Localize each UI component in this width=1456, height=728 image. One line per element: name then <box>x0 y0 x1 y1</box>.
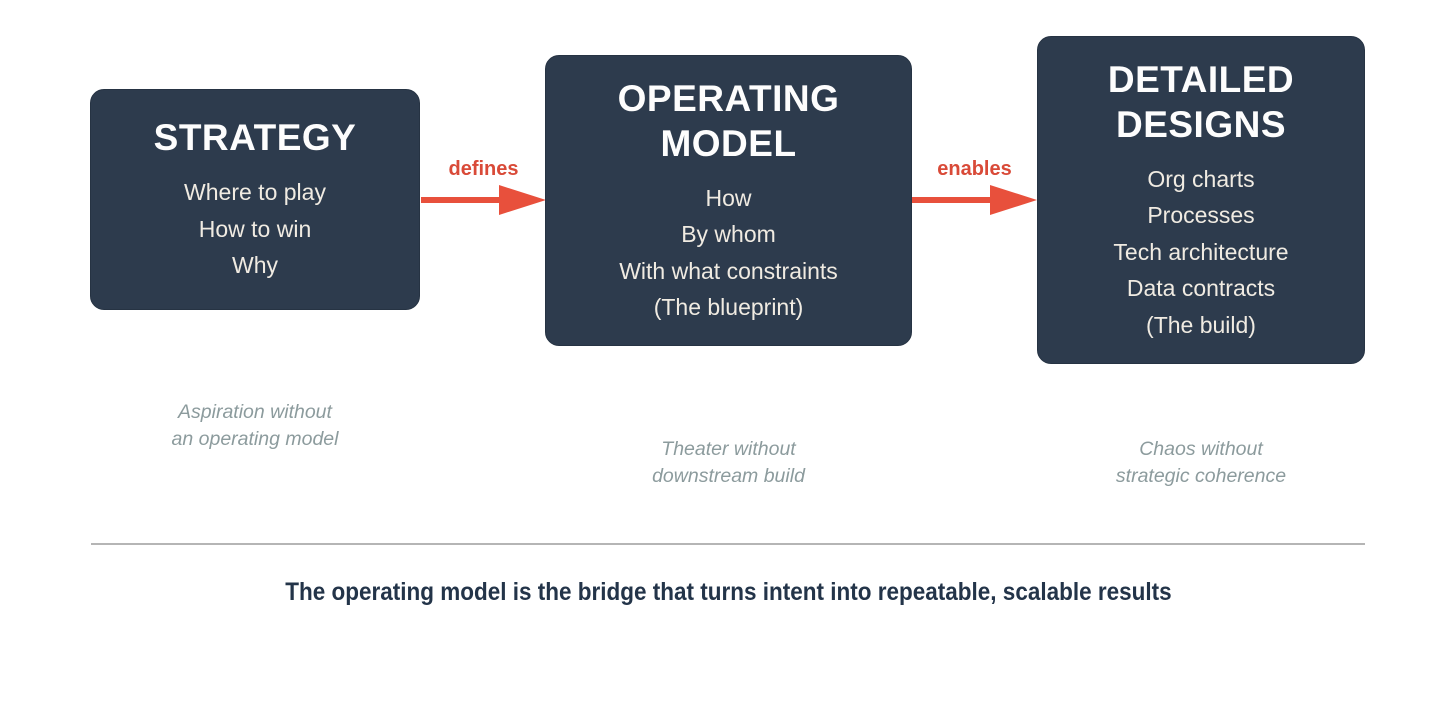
detailed-designs-box: DETAILED DESIGNS Org charts Processes Te… <box>1037 36 1365 364</box>
caption-line: strategic coherence <box>1115 465 1287 487</box>
arrow-shaft <box>421 197 499 203</box>
detailed-designs-title: DETAILED DESIGNS <box>1107 58 1295 145</box>
operating-model-caption: Theater without downstream build <box>545 436 912 490</box>
defines-label: defines <box>448 158 519 180</box>
strategy-line: Why <box>232 252 278 279</box>
detailed-designs-line: Data contracts <box>1126 275 1276 302</box>
arrow-shaft <box>912 197 990 203</box>
connector-enables: enables <box>912 157 1037 215</box>
strategy-box: STRATEGY Where to play How to win Why <box>90 89 420 310</box>
arrow-head <box>990 185 1037 215</box>
caption-line: Aspiration without <box>178 401 332 423</box>
strategy-line: How to win <box>198 215 312 242</box>
caption-line: Chaos without <box>1139 438 1263 460</box>
operating-model-line: By whom <box>681 221 776 247</box>
enables-label: enables <box>937 158 1012 180</box>
caption-line: Theater without <box>661 438 796 460</box>
strategy-title: STRATEGY <box>153 117 357 159</box>
detailed-designs-line: (The build) <box>1146 311 1256 338</box>
horizontal-divider <box>91 543 1365 545</box>
detailed-designs-caption: Chaos without strategic coherence <box>1037 436 1365 490</box>
strategy-line: Where to play <box>184 179 326 206</box>
arrow-head <box>499 185 546 215</box>
right-arrow-icon <box>912 185 1037 215</box>
detailed-designs-line: Org charts <box>1147 165 1255 192</box>
connector-defines: defines <box>421 157 546 215</box>
operating-model-line: (The blueprint) <box>653 294 804 320</box>
strategy-caption: Aspiration without an operating model <box>90 399 420 453</box>
tagline: The operating model is the bridge that t… <box>0 578 1456 607</box>
caption-line: an operating model <box>171 428 339 450</box>
operating-model-line: With what constraints <box>619 257 838 284</box>
right-arrow-icon <box>421 185 546 215</box>
caption-line: downstream build <box>652 465 805 487</box>
detailed-designs-line: Tech architecture <box>1113 238 1289 265</box>
operating-model-box: OPERATING MODEL How By whom With what co… <box>545 55 912 346</box>
tagline-text: The operating model is the bridge that t… <box>284 578 1172 606</box>
operating-model-line: How <box>705 184 752 211</box>
operating-model-title: OPERATING MODEL <box>617 77 840 164</box>
detailed-designs-line: Processes <box>1147 202 1255 229</box>
